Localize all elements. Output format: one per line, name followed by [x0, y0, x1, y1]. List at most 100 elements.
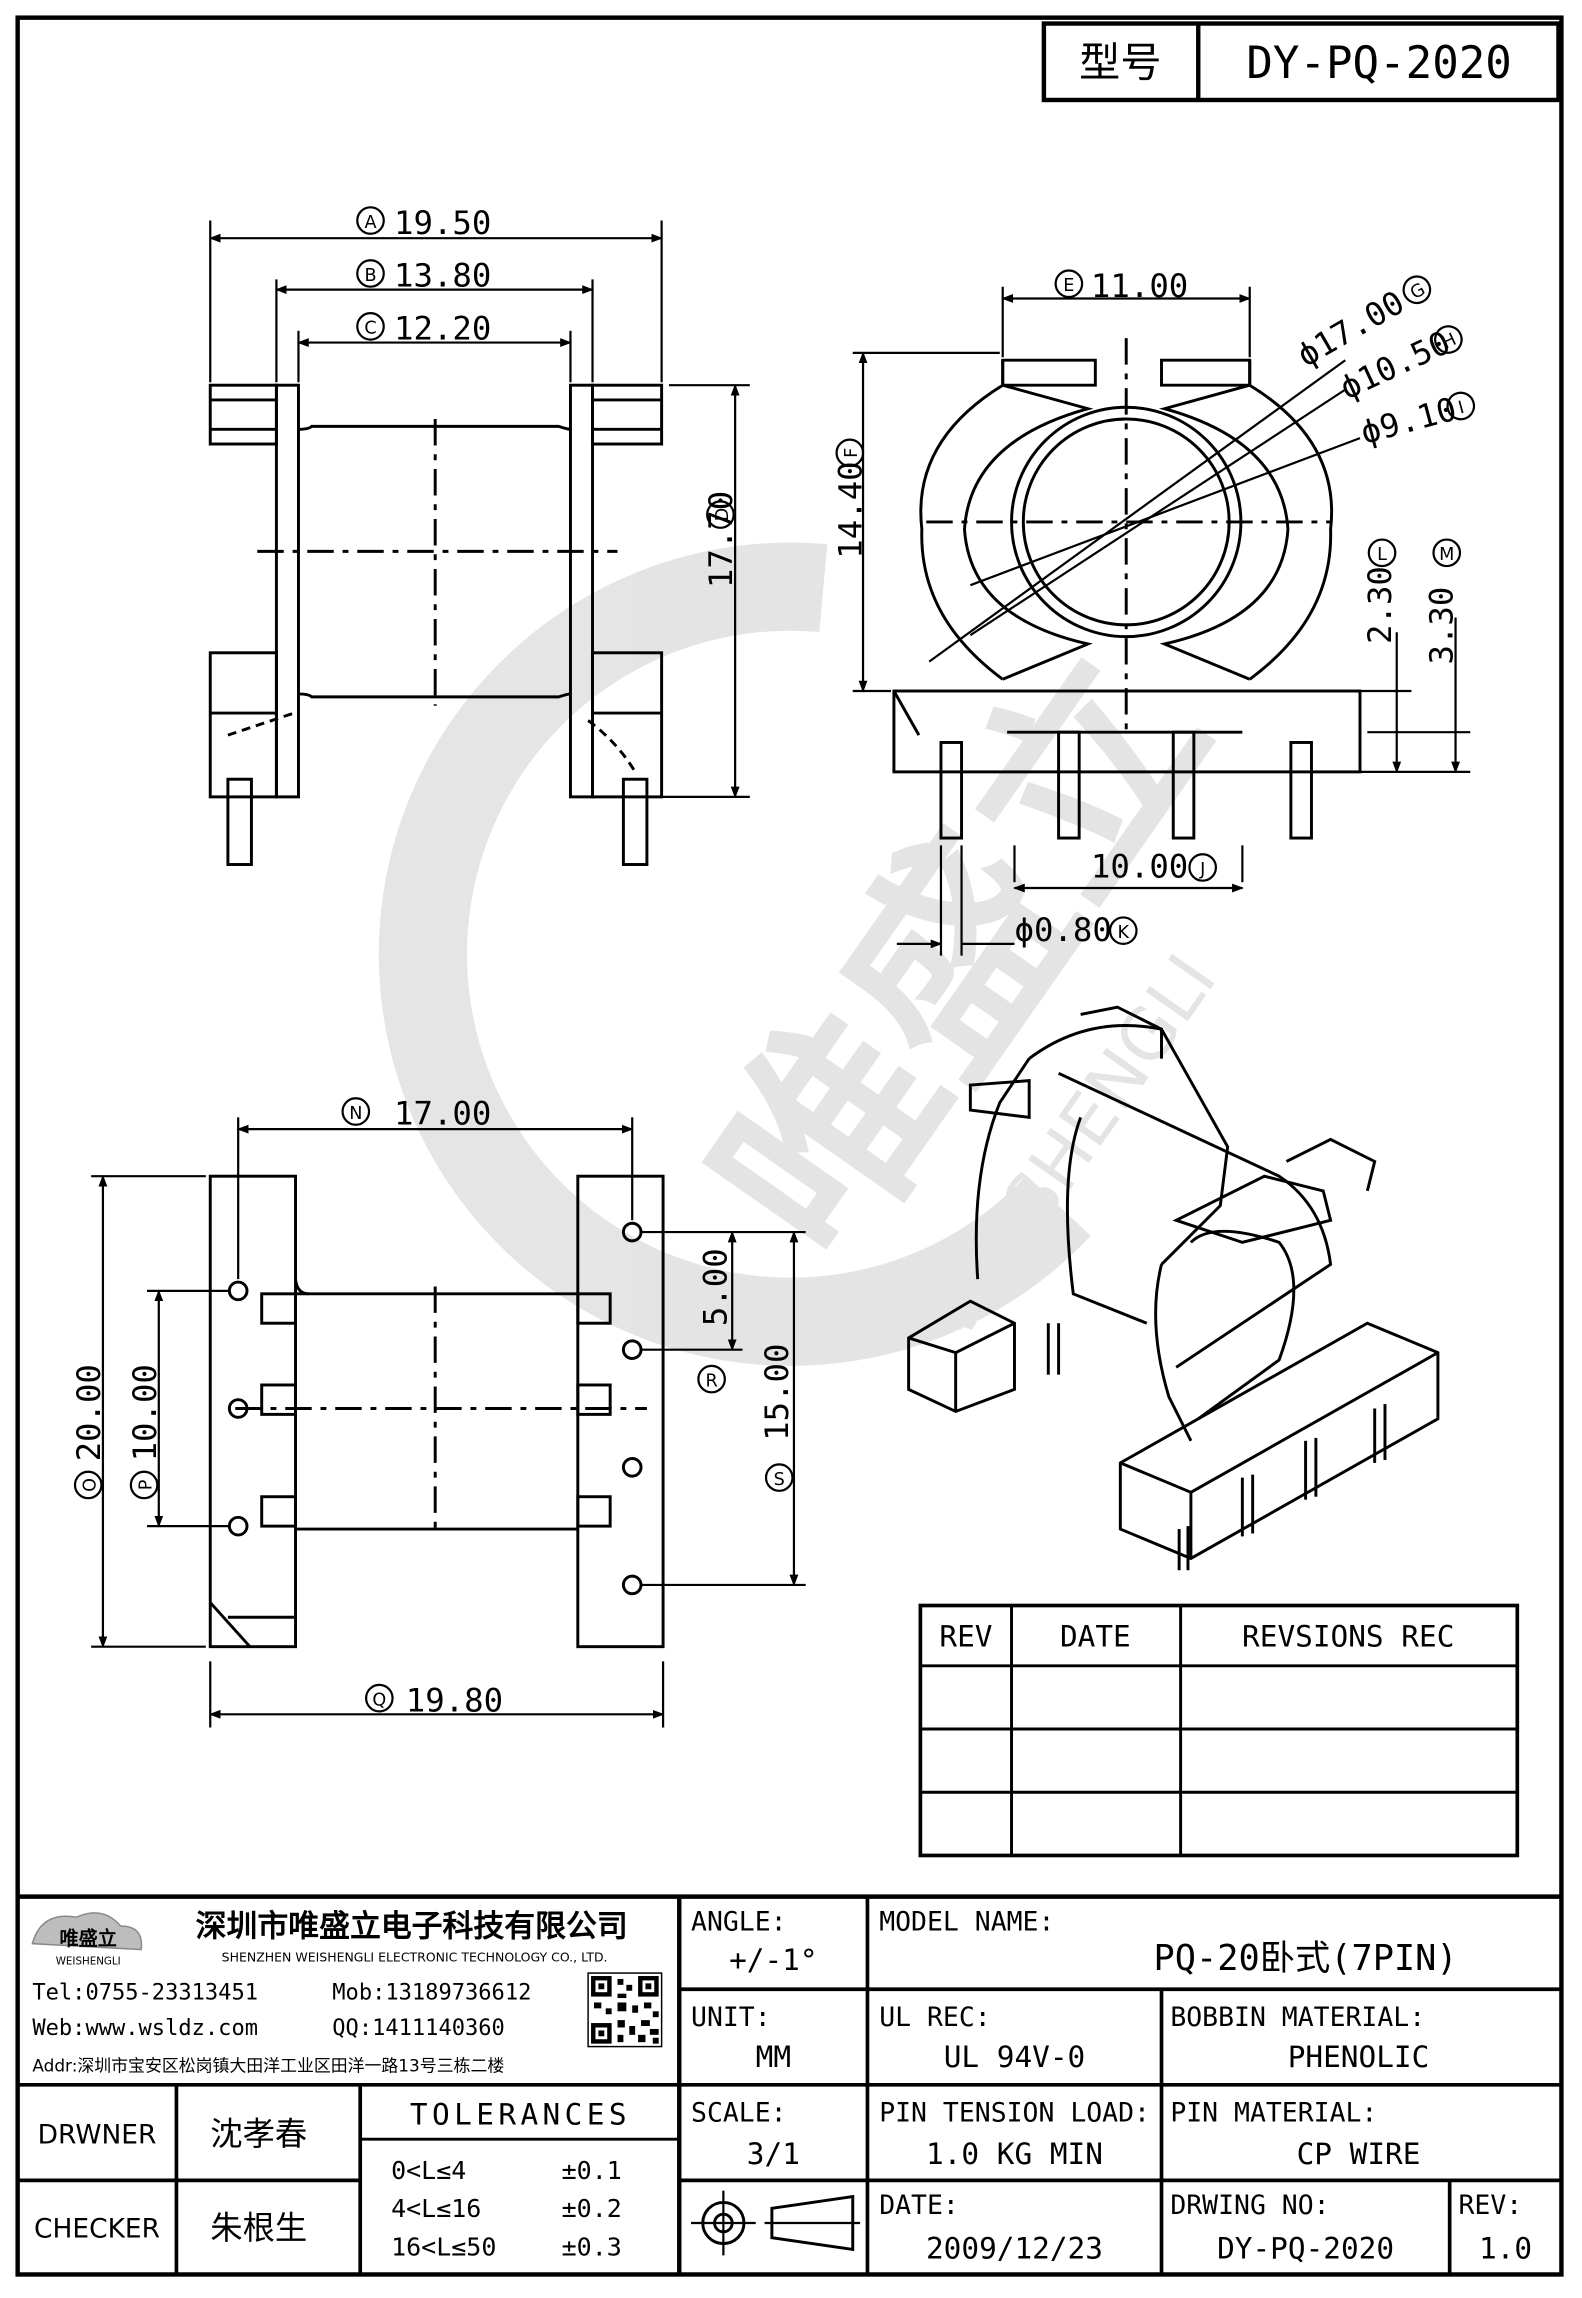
- svg-text:3.30: 3.30: [1423, 587, 1461, 665]
- svg-text:10.00: 10.00: [1091, 848, 1188, 886]
- checker-label: CHECKER: [34, 2214, 160, 2245]
- dim-label-O: O 20.00: [70, 1364, 108, 1500]
- drawing-no-value: DY-PQ-2020: [1217, 2231, 1394, 2265]
- bottom-view-dimensions: [91, 1117, 806, 1728]
- svg-text:Q: Q: [372, 1690, 386, 1710]
- bobbin-material-label: BOBBIN MATERIAL:: [1170, 2002, 1425, 2033]
- ul-rec-label: UL REC:: [879, 2002, 990, 2033]
- pin-material-value: CP WIRE: [1297, 2137, 1421, 2171]
- svg-text:L: L: [1377, 545, 1387, 565]
- title-block: [17, 1894, 1562, 2275]
- svg-text:R: R: [705, 1371, 717, 1391]
- svg-text:11.00: 11.00: [1091, 267, 1188, 305]
- dim-label-N: N 17.00: [341, 1095, 491, 1133]
- rev-label: REV:: [1458, 2190, 1522, 2221]
- logo-latin: WEISHENGLI: [56, 1955, 121, 1967]
- dim-label-A: A 19.50: [356, 204, 491, 242]
- side-view: [892, 338, 1362, 840]
- tolerance-row: 16<L≤50 ±0.3: [391, 2232, 622, 2261]
- svg-text:±0.2: ±0.2: [562, 2194, 622, 2223]
- svg-text:0<L≤4: 0<L≤4: [391, 2156, 466, 2185]
- svg-text:5.00: 5.00: [696, 1248, 734, 1326]
- svg-text:A: A: [364, 213, 376, 233]
- dim-label-R: 5.00 R: [696, 1248, 734, 1394]
- watermark: 唯盛立 WEISHENGLI: [378, 542, 1255, 1366]
- rev-value: 1.0: [1479, 2231, 1532, 2265]
- svg-text:10.00: 10.00: [126, 1364, 164, 1461]
- pin-tension-label: PIN TENSION LOAD:: [879, 2098, 1150, 2129]
- svg-text:D: D: [713, 508, 733, 522]
- logo-name: 唯盛立: [60, 1927, 117, 1950]
- company-name-en: SHENZHEN WEISHENGLI ELECTRONIC TECHNOLOG…: [222, 1949, 608, 1964]
- pin-material-label: PIN MATERIAL:: [1170, 2098, 1377, 2129]
- isometric-view: [907, 1005, 1440, 1571]
- front-view: [208, 383, 664, 866]
- dim-label-J: 10.00 J: [1091, 848, 1218, 886]
- svg-text:C: C: [364, 319, 376, 339]
- sheet-border: [15, 15, 1564, 2277]
- company-name-cn: 深圳市唯盛立电子科技有限公司: [196, 1908, 628, 1944]
- dim-label-D: 17.70 D: [702, 491, 740, 588]
- svg-text:±0.1: ±0.1: [562, 2156, 622, 2185]
- bottom-view: [208, 1174, 665, 1649]
- svg-text:N: N: [349, 1104, 362, 1124]
- scale-value: 3/1: [747, 2137, 800, 2171]
- svg-text:17.70: 17.70: [702, 491, 740, 588]
- revisions-col-header: REVSIONS REC: [1242, 1620, 1454, 1654]
- svg-text:19.80: 19.80: [406, 1681, 503, 1719]
- dim-label-Q: Q 19.80: [364, 1681, 503, 1719]
- bobbin-material-value: PHENOLIC: [1288, 2040, 1430, 2074]
- svg-text:ϕ9.10: ϕ9.10: [1357, 390, 1461, 452]
- dim-label-B: B 13.80: [356, 257, 491, 295]
- type-label: 型号: [1079, 38, 1161, 86]
- front-view-dimensions: [208, 220, 750, 799]
- tolerance-row: 4<L≤16 ±0.2: [391, 2194, 622, 2223]
- unit-value: MM: [756, 2040, 791, 2074]
- scale-label: SCALE:: [691, 2098, 787, 2129]
- company-address: Addr:深圳市宝安区松岗镇大田洋工业区田洋一路13号三栋二楼: [32, 2056, 504, 2076]
- svg-text:J: J: [1199, 860, 1205, 880]
- angle-label: ANGLE:: [691, 1906, 787, 1937]
- svg-text:B: B: [364, 266, 376, 286]
- svg-text:2.30: 2.30: [1361, 566, 1399, 644]
- dim-label-K: ϕ0.80 K: [1014, 911, 1138, 949]
- company-web: Web:www.wsldz.com: [32, 2016, 258, 2041]
- rev-col-header: REV: [939, 1620, 992, 1654]
- tolerance-row: 0<L≤4 ±0.1: [391, 2156, 622, 2185]
- svg-text:E: E: [1063, 276, 1074, 296]
- svg-text:S: S: [774, 1470, 785, 1490]
- svg-text:M: M: [1439, 545, 1454, 565]
- company-logo: 唯盛立 WEISHENGLI: [31, 1912, 143, 1967]
- svg-text:13.80: 13.80: [394, 257, 491, 295]
- svg-text:12.20: 12.20: [394, 310, 491, 348]
- ul-rec-value: UL 94V-0: [944, 2040, 1086, 2074]
- svg-text:16<L≤50: 16<L≤50: [391, 2232, 496, 2261]
- dim-label-S: 15.00 S: [758, 1344, 796, 1492]
- svg-text:I: I: [1456, 398, 1466, 419]
- svg-text:4<L≤16: 4<L≤16: [391, 2194, 481, 2223]
- qr-code: [587, 1972, 663, 2048]
- dim-label-M: M 3.30: [1423, 538, 1462, 665]
- dim-label-L: L 2.30: [1361, 538, 1399, 644]
- dim-label-F: 14.40 F: [832, 438, 870, 559]
- dim-label-C: C 12.20: [356, 310, 491, 348]
- company-qq: QQ:1411140360: [332, 2016, 505, 2041]
- company-tel: Tel:0755-23313451: [32, 1981, 258, 2006]
- svg-text:19.50: 19.50: [394, 204, 491, 242]
- company-mob: Mob:13189736612: [332, 1981, 531, 2006]
- svg-text:15.00: 15.00: [758, 1344, 796, 1441]
- svg-text:14.40: 14.40: [832, 461, 870, 558]
- svg-text:O: O: [81, 1478, 101, 1492]
- dim-label-E: E 11.00: [1054, 267, 1188, 305]
- dim-label-P: P 10.00: [126, 1364, 164, 1500]
- checker-name: 朱根生: [210, 2209, 307, 2247]
- svg-text:±0.3: ±0.3: [562, 2232, 622, 2261]
- angle-value: +/-1°: [729, 1943, 817, 1977]
- revision-table: REV DATE REVSIONS REC: [918, 1603, 1520, 1858]
- tolerances-label: TOLERANCES: [410, 2098, 631, 2132]
- date-col-header: DATE: [1060, 1620, 1131, 1654]
- svg-text:F: F: [842, 448, 862, 458]
- drawer-name: 沈孝春: [210, 2115, 307, 2153]
- svg-text:ϕ0.80: ϕ0.80: [1014, 911, 1111, 949]
